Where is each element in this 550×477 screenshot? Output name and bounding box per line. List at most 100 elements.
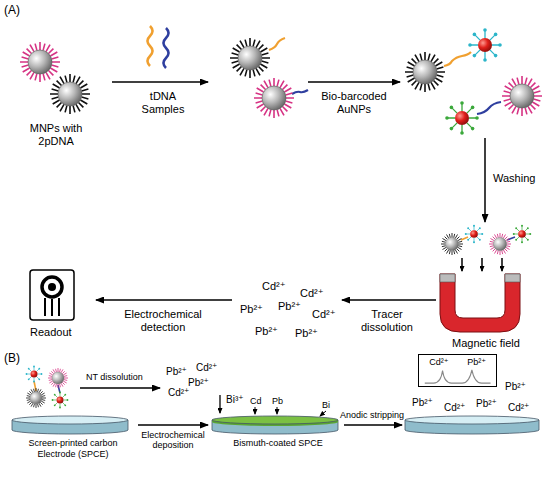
label: Pb²⁺	[505, 381, 526, 393]
stripped-electrode	[405, 416, 539, 434]
hybridised-particles	[230, 38, 308, 118]
leader-arrow	[277, 407, 278, 414]
magnet-pole	[440, 274, 455, 282]
barcoded-aunp	[465, 225, 483, 243]
peak-curve	[425, 370, 491, 383]
magnetic-separation	[440, 225, 531, 332]
electrode-label: Screen-printed carbon Electrode (SPCE)	[10, 438, 136, 460]
process-arrow	[219, 395, 220, 413]
electrode-top	[212, 416, 338, 424]
barcoded-aunp	[513, 225, 531, 243]
mnp-pink	[489, 233, 511, 255]
sandwich-complex	[405, 28, 542, 135]
label: Cd²⁺	[168, 387, 189, 399]
label: Pb²⁺	[476, 398, 497, 410]
label: (A)	[4, 4, 20, 18]
dna-strand	[148, 26, 153, 66]
electrode-top	[12, 416, 128, 424]
label: Cd²⁺	[196, 362, 217, 374]
dna-strand	[292, 90, 308, 94]
electrode: Screen-printed carbon Electrode (SPCE)	[10, 414, 136, 460]
barcoded-aunp	[468, 28, 502, 62]
electrode-top	[405, 416, 539, 424]
label: Pb²⁺	[255, 325, 278, 338]
label: Pb²⁺	[278, 300, 301, 313]
mnp-pink	[254, 78, 294, 118]
mnp-black	[405, 52, 445, 92]
icon-center	[48, 283, 56, 291]
label: (B)	[4, 352, 20, 366]
label: Pb²⁺	[188, 377, 209, 389]
small-sandwich	[26, 366, 69, 409]
peak-label: Pb²⁺	[467, 357, 486, 368]
label: NT dissolution	[86, 372, 143, 382]
barcoded-aunp	[445, 101, 479, 135]
connector-arrow	[138, 424, 208, 425]
label: Electrochemical detection	[117, 308, 209, 333]
process-arrow	[112, 81, 208, 83]
field-arrow	[481, 258, 483, 271]
label: Tracer dissolution	[355, 308, 419, 333]
peak-label-row: Cd²⁺ Pb²⁺	[423, 357, 492, 368]
label: Pb²⁺	[166, 366, 187, 378]
label: Readout	[30, 326, 72, 339]
label: Pb	[272, 396, 283, 406]
dna-strand	[461, 237, 468, 240]
label: tDNA Samples	[136, 90, 190, 115]
process-arrow	[96, 299, 232, 301]
label: Cd	[250, 396, 262, 406]
dna-strand	[164, 28, 169, 68]
label: Cd²⁺	[508, 402, 529, 414]
process-arrow	[484, 138, 486, 222]
dna-strand	[477, 102, 501, 114]
icon-ring	[42, 277, 62, 297]
field-arrow	[461, 258, 463, 271]
dna-strand	[269, 38, 285, 50]
bismuth-coated-electrode	[210, 414, 340, 436]
voltammogram-peaks	[423, 368, 492, 384]
electrode-label: Bismuth-coated SPCE	[210, 438, 346, 449]
label: Magnetic field	[452, 337, 520, 350]
mnp-black	[441, 233, 463, 255]
label: Bi	[322, 400, 330, 410]
mnp-black	[230, 38, 270, 78]
mnp-black	[50, 74, 90, 114]
label: Cd²⁺	[262, 280, 286, 293]
magnet-pole	[505, 274, 520, 282]
barcoded-aunp	[52, 392, 69, 409]
process-arrow	[344, 424, 402, 425]
target-dna	[148, 26, 169, 68]
label: Anodic stripping	[340, 410, 404, 420]
icon-frame	[30, 270, 74, 320]
electrode: Bismuth-coated SPCE	[210, 414, 346, 449]
mnp-pink	[48, 368, 68, 388]
magnet	[440, 274, 520, 332]
label: Pb²⁺	[240, 303, 263, 316]
mnp-pink	[20, 42, 60, 82]
field-arrow	[501, 258, 503, 271]
label: Bi³⁺	[226, 394, 244, 406]
peak-label: Cd²⁺	[429, 357, 448, 368]
connector-label: Electrochemical deposition	[137, 430, 209, 451]
icon-leads	[45, 298, 59, 316]
dna-strand	[444, 52, 471, 66]
mnp-black	[26, 388, 46, 408]
leader-arrow	[320, 411, 326, 416]
label: Cd²⁺	[300, 287, 324, 300]
label: Pb²⁺	[295, 327, 318, 340]
label: MNPs with 2pDNA	[24, 122, 88, 147]
carbon-electrode	[10, 414, 130, 436]
label: Cd²⁺	[312, 308, 336, 321]
label: Bio-barcoded AuNPs	[316, 90, 392, 115]
process-arrow	[308, 81, 400, 83]
barcoded-aunp	[26, 366, 43, 383]
stripping-voltammogram-box: Cd²⁺ Pb²⁺	[418, 354, 497, 387]
process-arrow	[80, 387, 160, 388]
label: Washing	[493, 172, 535, 185]
leader-arrow	[255, 407, 256, 414]
label: Pb²⁺	[412, 397, 433, 409]
magnetic-nanoparticles	[20, 42, 90, 114]
mnp-pink	[502, 76, 542, 116]
label: Cd²⁺	[444, 402, 465, 414]
